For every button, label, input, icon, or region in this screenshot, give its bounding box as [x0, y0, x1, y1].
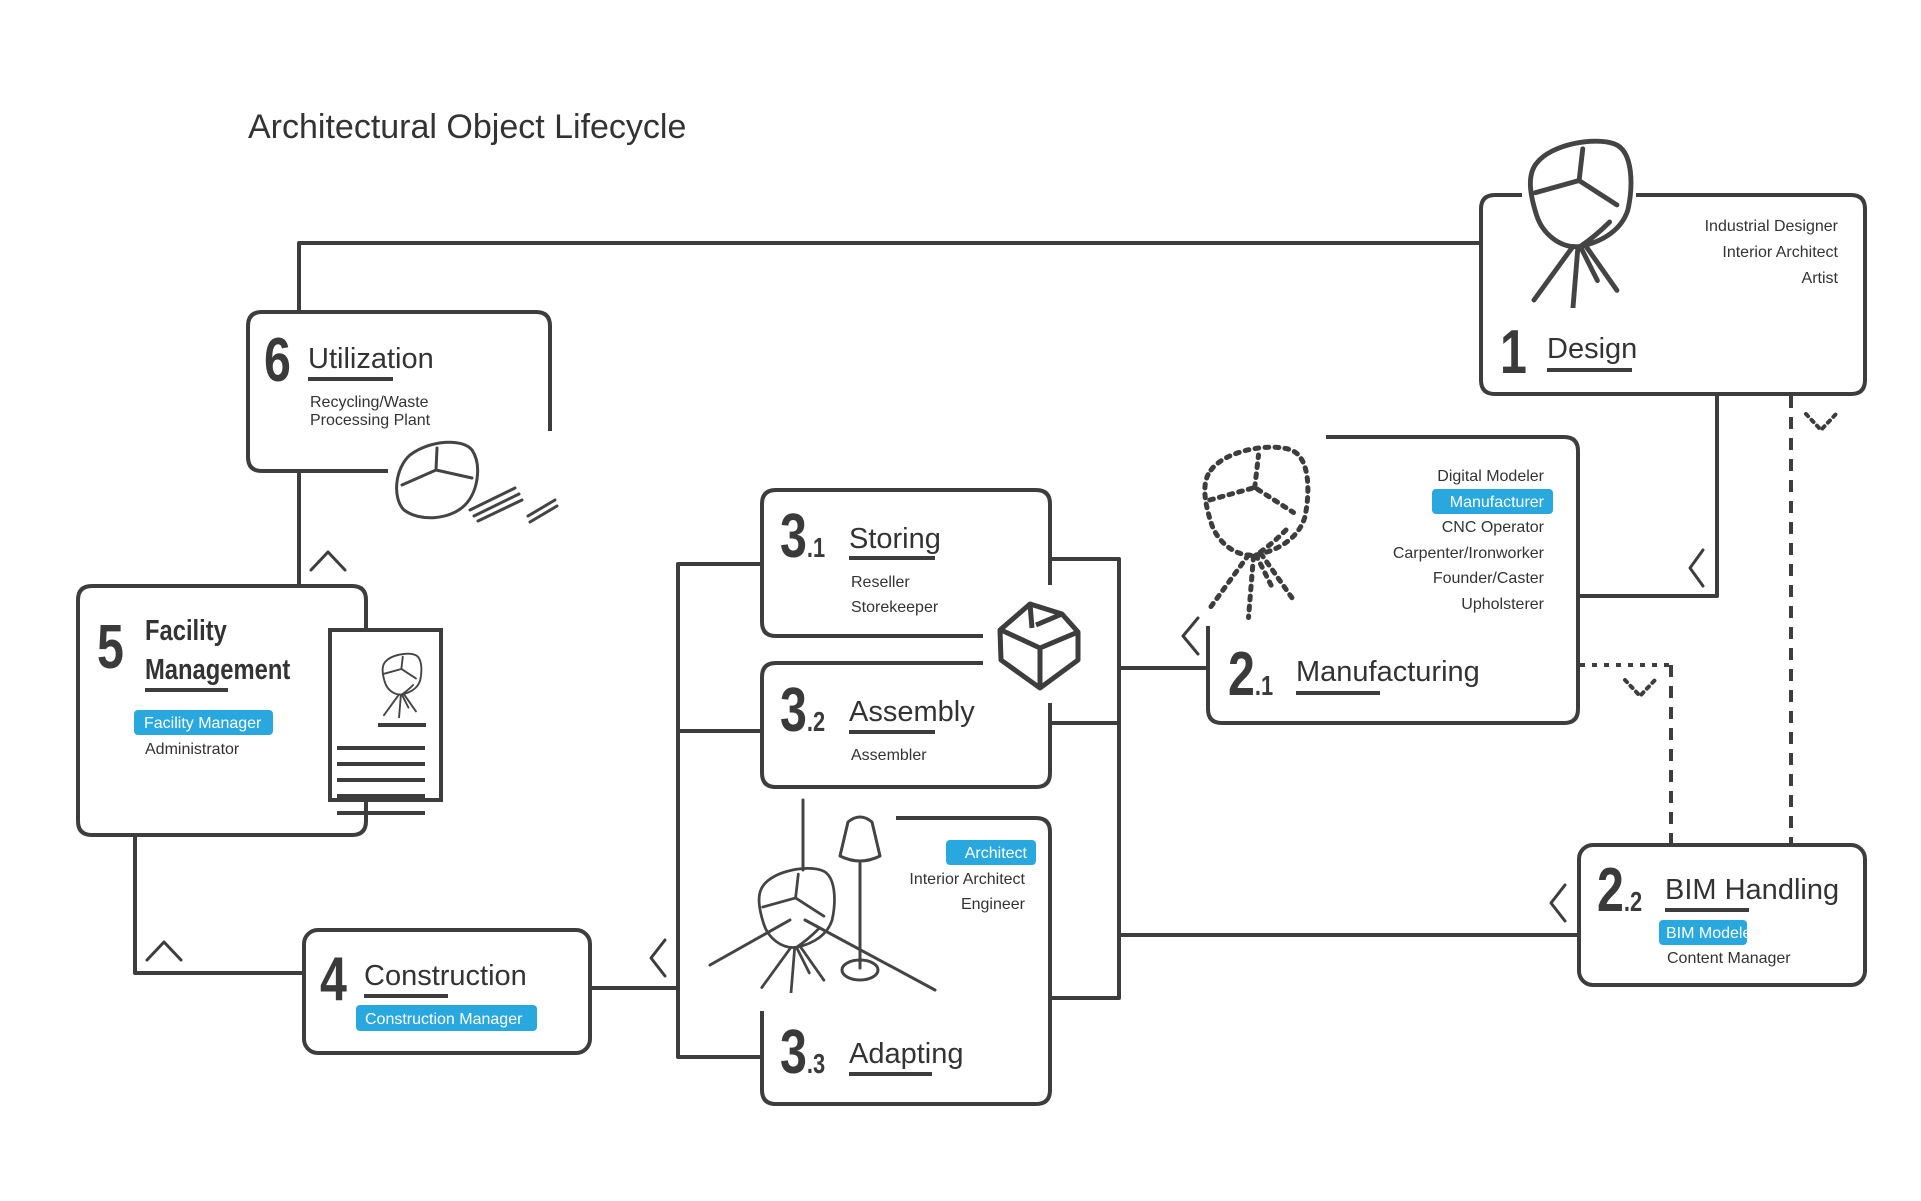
connectors — [133, 241, 1793, 1059]
role: Interior Architect — [909, 871, 1025, 888]
dotted-triangle-arrow-icon — [1804, 412, 1838, 433]
role: Storekeeper — [851, 599, 939, 616]
box-icon — [997, 601, 1081, 691]
stage-number-major: 3 — [780, 675, 807, 744]
stage-title: Design — [1547, 333, 1637, 365]
role: Recycling/Waste — [310, 394, 429, 411]
role: Digital Modeler — [1437, 468, 1544, 485]
stage-number-minor: .2 — [1624, 886, 1642, 917]
role-highlighted: Architect — [965, 845, 1028, 862]
stage-construction[interactable]: 4 Construction Construction Manager — [302, 928, 592, 1055]
stage-number: 3.1 — [780, 501, 825, 570]
role: Assembler — [851, 747, 927, 764]
stage-utilization[interactable]: 6 Utilization Recycling/Waste Processing… — [246, 310, 559, 524]
stage-manufacturing[interactable]: 2.1 Manufacturing Digital Modeler Manufa… — [1205, 435, 1580, 725]
connector-design-utilization — [297, 241, 1481, 312]
role: Reseller — [851, 574, 910, 591]
stage-bim-handling[interactable]: 2.2 BIM Handling BIM Modeler Content Man… — [1577, 843, 1867, 987]
stage-facility-management[interactable]: 5 Facility Management Facility Manager A… — [76, 584, 443, 837]
stage-number: 2.1 — [1228, 639, 1273, 708]
role: Founder/Caster — [1433, 570, 1545, 587]
dotted-chair-icon — [1205, 447, 1308, 617]
stage-number-major: 3 — [780, 1017, 807, 1086]
role-badge — [1659, 920, 1747, 945]
chevron-left-icon — [1549, 883, 1567, 923]
stage-number: 3.3 — [780, 1017, 825, 1086]
connector-facility-construction — [133, 835, 304, 975]
left-bracket — [676, 562, 762, 1059]
stage-storing[interactable]: 3.1 Storing Reseller Storekeeper — [760, 488, 1052, 638]
stage-number-major: 3 — [780, 501, 807, 570]
chevron-left-icon — [1688, 548, 1705, 588]
lamp-icon — [838, 815, 882, 982]
chevron-up-icon — [309, 550, 347, 572]
stage-number-minor: .1 — [1255, 670, 1273, 701]
role-highlighted: BIM Modeler — [1666, 925, 1757, 942]
stage-number-major: 2 — [1228, 639, 1255, 708]
role-highlighted: Manufacturer — [1450, 494, 1545, 511]
chevron-up-icon — [145, 940, 183, 962]
stage-number: 3.2 — [780, 675, 825, 744]
chair-sketch-icon — [1530, 141, 1631, 307]
stage-title: Storing — [849, 523, 941, 555]
box-frame — [76, 584, 368, 837]
box-frame — [1479, 193, 1867, 396]
stage-number-minor: .3 — [807, 1048, 825, 1079]
stage-number: 6 — [264, 325, 291, 394]
role-badge — [356, 1005, 537, 1031]
role-badge — [1432, 489, 1553, 514]
stage-title: BIM Handling — [1665, 874, 1839, 906]
room-scene-icon — [708, 798, 937, 992]
stage-number: 1 — [1500, 317, 1527, 386]
role: Artist — [1802, 270, 1839, 287]
stage-title: Utilization — [308, 343, 434, 375]
role: Industrial Designer — [1705, 218, 1839, 235]
box-frame — [246, 310, 552, 473]
role: Carpenter/Ironworker — [1393, 545, 1545, 562]
stage-design[interactable]: 1 Design Industrial Designer Interior Ar… — [1479, 141, 1867, 396]
role: Upholsterer — [1461, 596, 1544, 613]
role: Interior Architect — [1722, 244, 1838, 261]
chevron-left-icon — [1181, 616, 1200, 656]
stage-number-major: 2 — [1597, 855, 1624, 924]
chevron-left-icon — [649, 938, 667, 978]
box-frame — [302, 928, 592, 1055]
role: Engineer — [961, 896, 1026, 913]
stage-number: 2.2 — [1597, 855, 1642, 924]
stage-assembly[interactable]: 3.2 Assembly Assembler — [760, 661, 1052, 789]
box-frame — [760, 488, 1052, 638]
stage-number-minor: .2 — [807, 706, 825, 737]
role-badge — [134, 710, 273, 735]
stage-title: Construction — [364, 960, 527, 992]
box-frame — [1206, 435, 1580, 725]
box-frame — [760, 661, 1052, 789]
role: Processing Plant — [310, 412, 431, 429]
stage-number-minor: .1 — [807, 532, 825, 563]
stage-title-line2: Management — [145, 653, 290, 686]
role: Administrator — [145, 741, 240, 758]
role: Content Manager — [1667, 950, 1791, 967]
stage-title: Manufacturing — [1296, 656, 1480, 688]
stage-adapting[interactable]: 3.3 Adapting Architect Interior Architec… — [708, 798, 1052, 1106]
crumpled-chair-icon — [395, 440, 559, 524]
stage-title: Adapting — [849, 1038, 964, 1070]
box-frame — [1577, 843, 1867, 987]
stage-number: 4 — [320, 944, 347, 1013]
stage-number: 5 — [97, 612, 124, 681]
stage-title-line1: Facility — [145, 614, 227, 647]
connector-design-manufacturing — [1578, 394, 1719, 598]
role-highlighted: Construction Manager — [365, 1011, 523, 1028]
right-bracket — [1050, 557, 1121, 1000]
dotted-triangle-arrow-icon — [1623, 678, 1657, 699]
diagram-title: Architectural Object Lifecycle — [248, 108, 686, 146]
role-highlighted: Facility Manager — [144, 715, 262, 732]
document-icon — [328, 628, 443, 815]
stage-title: Assembly — [849, 696, 975, 728]
role-badge — [946, 840, 1036, 865]
role: CNC Operator — [1442, 519, 1545, 536]
box-frame — [760, 816, 1052, 1106]
